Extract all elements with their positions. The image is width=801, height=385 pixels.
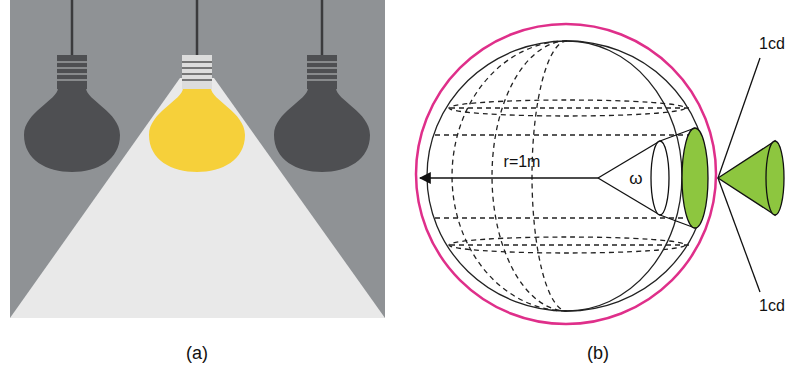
background-panel [10,0,385,318]
panel-caption: (b) [587,344,609,362]
intensity-label: 1cd [759,36,785,52]
cords [72,0,322,55]
bulb-off [274,55,370,172]
bulb-off [24,55,120,172]
panel-caption: (a) [186,344,208,362]
radius-label: r=1m [504,154,541,170]
sphere [427,41,707,311]
surface-patch [682,128,708,228]
light-cone [10,78,385,318]
intensity-cone [718,58,784,292]
intensity-label: 1cd [759,298,785,314]
solid-angle-symbol: ω [629,170,642,187]
bulb-on [149,55,245,172]
radius-arrow [420,177,598,179]
solid-angle-cone [598,128,695,228]
outer-circle [416,24,716,324]
